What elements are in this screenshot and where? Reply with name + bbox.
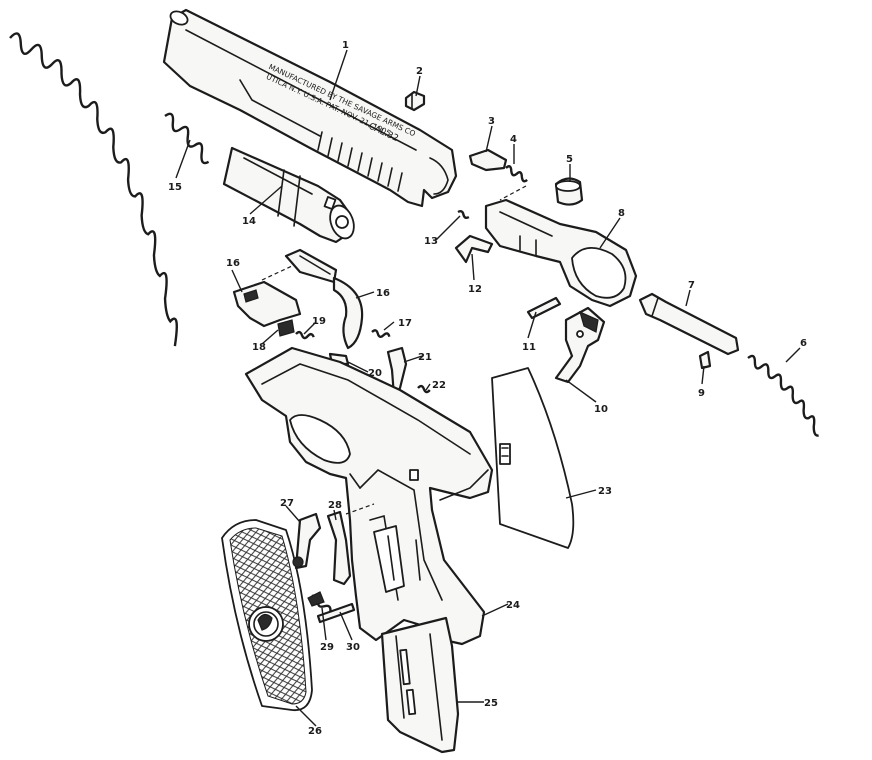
callout-25: 25 [484, 698, 498, 709]
part-30-spring [307, 591, 332, 612]
part-19-spring [277, 319, 295, 337]
callout-19: 19 [312, 316, 326, 327]
callout-10: 10 [594, 404, 608, 415]
callout-20: 20 [368, 368, 382, 379]
part-11-pin [526, 296, 562, 320]
part-9-pin [698, 350, 712, 370]
barrel-part-14 [222, 146, 355, 244]
part-3-extractor [468, 148, 508, 172]
callout-28: 28 [328, 500, 342, 511]
callout-26: 26 [308, 726, 322, 737]
callout-16-plate: 16 [226, 258, 240, 269]
callout-15: 15 [168, 182, 182, 193]
callout-21: 21 [418, 352, 432, 363]
magazine-part-26 [380, 616, 460, 754]
part-2-screw [404, 90, 426, 112]
callout-11: 11 [522, 342, 536, 353]
part-16-trigger [332, 276, 364, 350]
callout-23: 23 [598, 486, 612, 497]
callout-13: 13 [424, 236, 438, 247]
part-13-pin [457, 210, 470, 220]
callout-5: 5 [566, 154, 573, 165]
part-4-spring [505, 165, 528, 183]
frame-part-25 [244, 346, 494, 646]
part-16-trigger-bar [284, 248, 338, 284]
callout-30: 30 [346, 642, 360, 653]
callout-16-trigger: 16 [376, 288, 390, 299]
part-20-spring [295, 330, 315, 340]
part-12-latch [454, 234, 494, 264]
callout-12: 12 [468, 284, 482, 295]
callout-17: 17 [398, 318, 412, 329]
breech-block-part-8 [484, 198, 638, 308]
callout-4: 4 [510, 134, 517, 145]
callout-labels: 1 2 3 4 5 6 7 8 9 10 11 12 13 14 15 16 1… [168, 40, 807, 737]
right-grip-part-24 [491, 367, 575, 549]
callout-1: 1 [342, 40, 349, 51]
part-5-cap [554, 177, 584, 206]
left-grip-part-27 [221, 519, 313, 712]
callout-2: 2 [416, 66, 423, 77]
part-29-safety-lever [326, 503, 375, 586]
leader-lines [175, 49, 801, 727]
callout-27: 27 [280, 498, 294, 509]
callout-6: 6 [800, 338, 807, 349]
callout-3: 3 [488, 116, 495, 127]
callout-9: 9 [698, 388, 705, 399]
recoil-spring-part-15 [9, 32, 210, 347]
part-10-sear [554, 306, 606, 384]
callout-7: 7 [688, 280, 695, 291]
part-18-trigger-plate [232, 265, 302, 328]
callout-24: 24 [506, 600, 520, 611]
part-28-magazine-catch [292, 512, 322, 570]
firing-pin-part-7 [638, 292, 740, 356]
part-31-pin [316, 602, 356, 624]
part-23-spring [417, 384, 431, 394]
callout-14: 14 [242, 216, 256, 227]
dash-leader-4-8 [499, 185, 527, 201]
part-17-spring [371, 329, 391, 338]
callout-18: 18 [252, 342, 266, 353]
part-22-disconnector [386, 346, 408, 398]
callout-8: 8 [618, 208, 625, 219]
firing-pin-spring-part-6 [747, 354, 819, 437]
callout-29: 29 [320, 642, 334, 653]
callout-22: 22 [432, 380, 446, 391]
